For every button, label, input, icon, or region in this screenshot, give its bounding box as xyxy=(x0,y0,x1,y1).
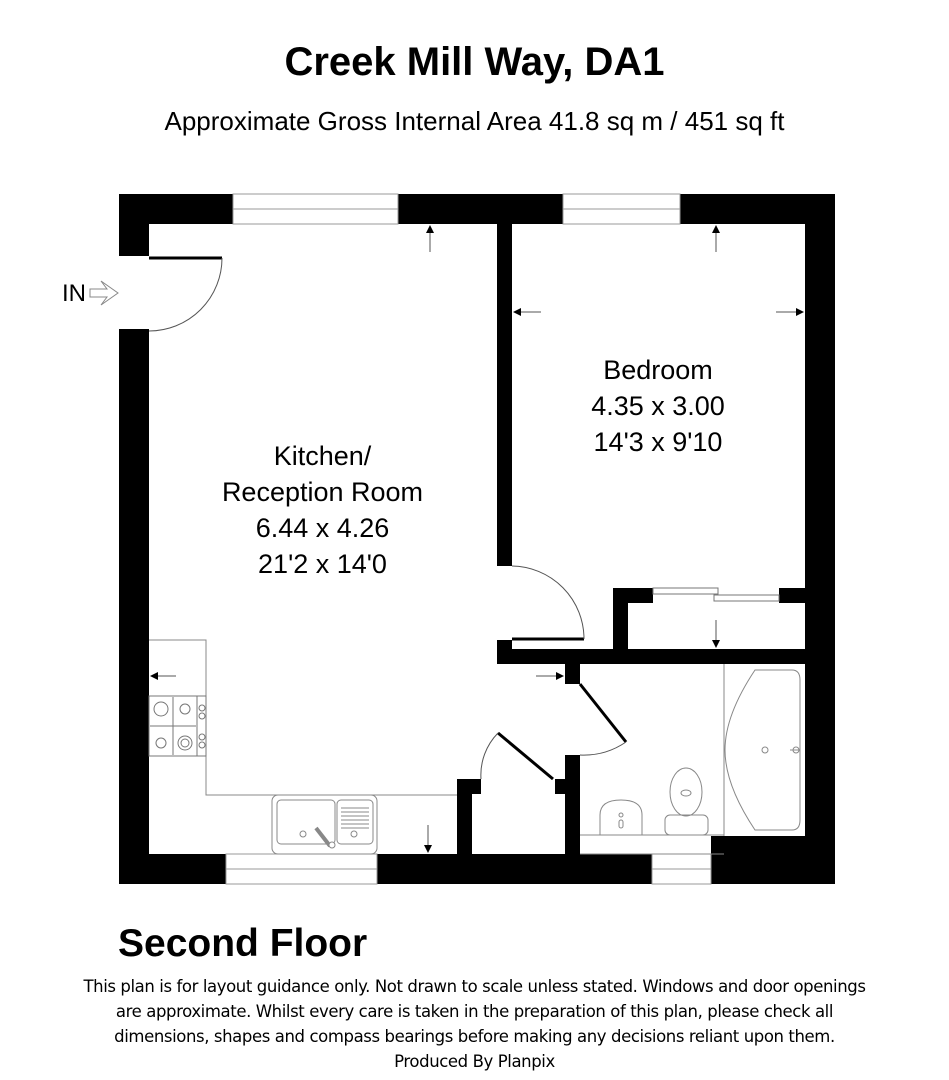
toilet-icon xyxy=(664,767,709,836)
basin-icon xyxy=(599,799,643,835)
room-dimensions-imperial: 14'3 x 9'10 xyxy=(593,427,723,457)
entrance-arrow-icon xyxy=(89,280,119,306)
room-name: Kitchen/ xyxy=(273,441,372,471)
hob-icon xyxy=(148,695,207,757)
bath-icon xyxy=(724,669,801,831)
disclaimer: This plan is for layout guidance only. N… xyxy=(40,974,909,1074)
room-dimensions-imperial: 21'2 x 14'0 xyxy=(258,549,387,579)
doors xyxy=(148,256,780,781)
disclaimer-line: are approximate. Whilst every care is ta… xyxy=(115,1002,834,1021)
room-label-bedroom: Bedroom 4.35 x 3.00 14'3 x 9'10 xyxy=(548,352,768,460)
room-label-kitchen-reception: Kitchen/ Reception Room 6.44 x 4.26 21'2… xyxy=(180,438,465,582)
page-title: Creek Mill Way, DA1 xyxy=(284,40,665,84)
bathroom-fixtures xyxy=(580,664,725,855)
floor-label: Second Floor xyxy=(118,922,368,965)
measurement-arrows xyxy=(150,225,804,853)
walls xyxy=(119,194,835,884)
room-name: Reception Room xyxy=(221,477,424,507)
room-name: Bedroom xyxy=(603,355,713,385)
producer-credit: Produced By Planpix xyxy=(394,1052,555,1071)
disclaimer-line: This plan is for layout guidance only. N… xyxy=(83,977,866,996)
room-dimensions-metric: 6.44 x 4.26 xyxy=(255,513,390,543)
sink-icon xyxy=(271,794,378,855)
disclaimer-line: dimensions, shapes and compass bearings … xyxy=(114,1027,835,1046)
area-subtitle: Approximate Gross Internal Area 41.8 sq … xyxy=(164,106,785,136)
windows xyxy=(225,193,712,885)
room-dimensions-metric: 4.35 x 3.00 xyxy=(591,391,725,421)
entrance-label: IN xyxy=(62,280,86,307)
